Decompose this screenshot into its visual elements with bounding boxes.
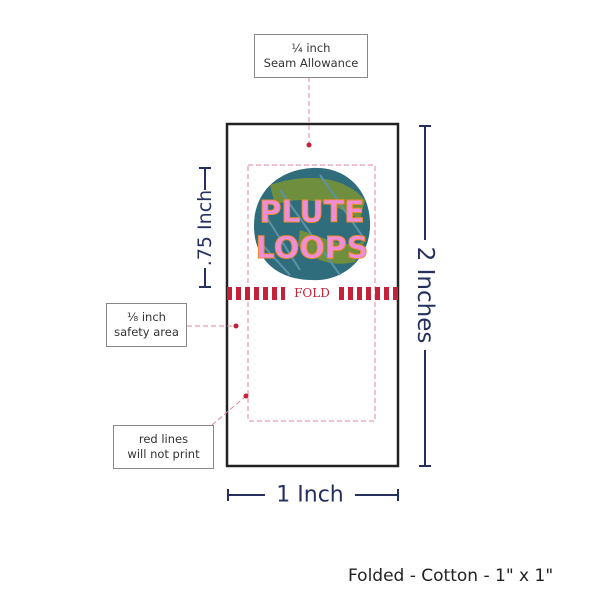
dimension-height-half: .75 Inch [194, 189, 216, 267]
dimension-height-full: 2 Inches [412, 246, 438, 344]
safety-area-callout: ⅛ inch safety area [106, 303, 187, 347]
red-lines-text-1: red lines [138, 432, 189, 446]
seam-allowance-callout: ¼ inch Seam Allowance [254, 34, 368, 78]
seam-fraction: ¼ inch [291, 41, 331, 55]
red-lines-callout: red lines will not print [113, 425, 214, 469]
fold-line [227, 287, 398, 300]
dimension-width: 1 Inch [276, 482, 344, 508]
safety-text: safety area [114, 325, 179, 339]
leader-lines [187, 77, 310, 426]
safety-fraction: ⅛ inch [127, 310, 166, 324]
fold-label: FOLD [294, 286, 330, 300]
svg-text:PLUTE: PLUTE [259, 195, 364, 230]
caption: Folded - Cotton - 1" x 1" [348, 566, 554, 586]
leader-dots [233, 142, 312, 399]
red-lines-text-2: will not print [127, 447, 200, 461]
svg-text:LOOPS: LOOPS [256, 231, 369, 266]
logo: PLUTE LOOPS [254, 167, 371, 281]
seam-text: Seam Allowance [263, 56, 359, 70]
dimension-lines [199, 125, 431, 501]
